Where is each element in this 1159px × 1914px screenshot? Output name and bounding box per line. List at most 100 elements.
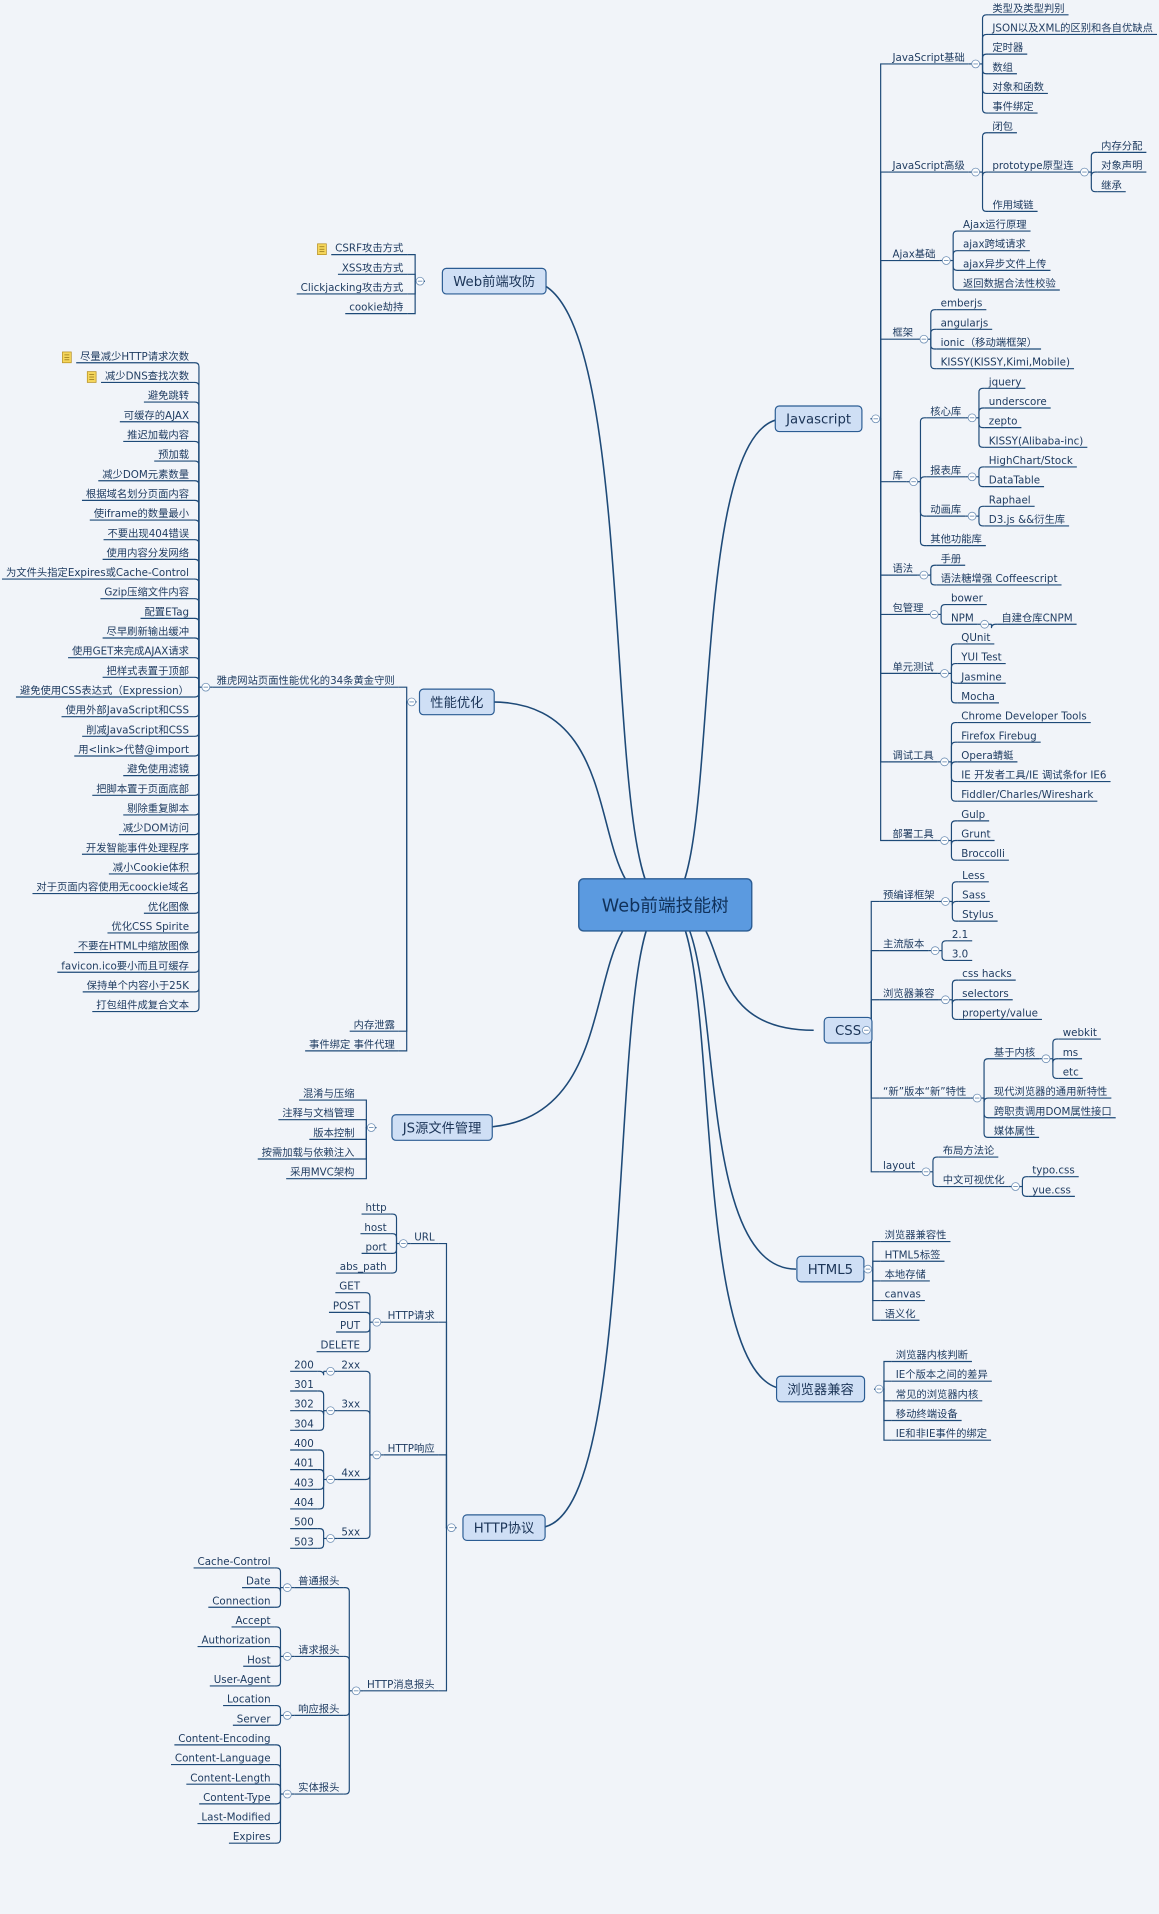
main-branch-css[interactable]: CSS bbox=[823, 1016, 873, 1044]
leaf-node[interactable]: 事件绑定 bbox=[992, 100, 1033, 113]
leaf-25k[interactable]: 保持单个内容小于25K bbox=[87, 979, 190, 992]
leaf-404[interactable]: 不要出现404错误 bbox=[107, 527, 189, 540]
leaf-3-0[interactable]: 3.0 bbox=[952, 948, 968, 960]
note-icon[interactable] bbox=[86, 371, 97, 383]
leaf-node[interactable]: 混淆与压缩 bbox=[303, 1087, 355, 1100]
leaf-ajax[interactable]: Ajax运行原理 bbox=[963, 218, 1027, 231]
branch-2xx[interactable]: 2xx bbox=[341, 1359, 360, 1371]
leaf-node[interactable]: 把样式表置于顶部 bbox=[107, 664, 190, 677]
leaf-iframe[interactable]: 使iframe的数量最小 bbox=[94, 507, 190, 520]
leaf-selectors[interactable]: selectors bbox=[962, 988, 1009, 1000]
collapse-toggle-icon[interactable] bbox=[399, 1239, 408, 1248]
leaf-expires-cache-control[interactable]: 为文件头指定Expires或Cache-Control bbox=[6, 566, 189, 579]
branch-node[interactable]: 中文可视优化 bbox=[943, 1174, 1005, 1187]
leaf-css-hacks[interactable]: css hacks bbox=[962, 968, 1012, 980]
leaf-node[interactable]: 内存分配 bbox=[1101, 139, 1142, 152]
leaf-node[interactable]: 使用内容分发网络 bbox=[107, 546, 190, 559]
collapse-toggle-icon[interactable] bbox=[941, 897, 950, 906]
branch-node[interactable]: 调试工具 bbox=[892, 749, 933, 762]
leaf-node[interactable]: 常见的浏览器内核 bbox=[896, 1388, 979, 1401]
leaf-node[interactable]: 作用域链 bbox=[992, 198, 1034, 211]
leaf-etc[interactable]: etc bbox=[1063, 1066, 1079, 1078]
leaf-node[interactable]: 现代浏览器的通用新特性 bbox=[994, 1085, 1107, 1098]
leaf-ie-ie-for-ie6[interactable]: IE 开发者工具/IE 调试条for IE6 bbox=[961, 769, 1106, 782]
leaf-datatable[interactable]: DataTable bbox=[989, 475, 1040, 487]
branch-node[interactable]: 响应报头 bbox=[298, 1702, 339, 1715]
leaf-cache-control[interactable]: Cache-Control bbox=[198, 1556, 271, 1568]
leaf-dns[interactable]: 减少DNS查找次数 bbox=[105, 369, 190, 382]
leaf-d3-js[interactable]: D3.js &&衍生库 bbox=[989, 513, 1065, 526]
leaf-qunit[interactable]: QUnit bbox=[961, 632, 990, 644]
leaf-javascript-css[interactable]: 削减JavaScript和CSS bbox=[86, 723, 189, 736]
leaf-html[interactable]: 不要在HTML中缩放图像 bbox=[78, 940, 189, 953]
leaf-json-xml[interactable]: JSON以及XML的区别和各自优缺点 bbox=[991, 21, 1153, 34]
leaf-coffeescript[interactable]: 语法糖增强 Coffeescript bbox=[941, 572, 1058, 585]
leaf-node[interactable]: 数组 bbox=[992, 61, 1013, 74]
collapse-toggle-icon[interactable] bbox=[326, 1367, 335, 1376]
leaf-kissy-alibaba-inc[interactable]: KISSY(Alibaba-inc) bbox=[989, 435, 1084, 447]
main-branch-js[interactable]: JS源文件管理 bbox=[391, 1114, 493, 1141]
main-branch-http[interactable]: HTTP协议 bbox=[462, 1514, 546, 1542]
leaf-node[interactable]: 版本控制 bbox=[313, 1126, 354, 1139]
leaf-node[interactable]: 打包组件成复合文本 bbox=[96, 999, 189, 1012]
leaf-node[interactable]: 语义化 bbox=[885, 1307, 916, 1320]
leaf-node[interactable]: 本地存储 bbox=[885, 1268, 926, 1281]
branch-node[interactable]: 框架 bbox=[892, 326, 913, 339]
leaf-node[interactable]: 对象和函数 bbox=[992, 80, 1044, 93]
leaf-opera[interactable]: Opera蜻蜓 bbox=[961, 749, 1014, 762]
collapse-toggle-icon[interactable] bbox=[326, 1406, 335, 1415]
collapse-toggle-icon[interactable] bbox=[447, 1523, 456, 1532]
leaf-host[interactable]: Host bbox=[247, 1654, 270, 1666]
leaf-node[interactable]: 闭包 bbox=[992, 120, 1013, 133]
leaf-node[interactable]: 尽早刷新输出缓冲 bbox=[107, 625, 190, 638]
branch-node[interactable]: 主流版本 bbox=[883, 938, 924, 951]
root-node[interactable]: Web前端技能树 bbox=[578, 878, 753, 932]
collapse-toggle-icon[interactable] bbox=[940, 836, 949, 845]
branch-node[interactable]: 库 bbox=[892, 469, 902, 482]
collapse-toggle-icon[interactable] bbox=[1041, 1054, 1051, 1064]
leaf-node[interactable]: 事件绑定 事件代理 bbox=[309, 1038, 395, 1051]
branch-node[interactable]: 单元测试 bbox=[892, 660, 933, 673]
leaf-cookie[interactable]: cookie劫持 bbox=[349, 301, 403, 314]
collapse-toggle-icon[interactable] bbox=[372, 1317, 382, 1327]
leaf-content-type[interactable]: Content-Type bbox=[203, 1792, 270, 1804]
collapse-toggle-icon[interactable] bbox=[967, 413, 977, 423]
branch-url[interactable]: URL bbox=[414, 1232, 435, 1244]
main-branch-node[interactable]: 性能优化 bbox=[418, 688, 495, 716]
branch-node[interactable]: 部署工具 bbox=[892, 828, 933, 841]
leaf-content-length[interactable]: Content-Length bbox=[190, 1772, 270, 1784]
collapse-toggle-icon[interactable] bbox=[940, 757, 949, 767]
note-icon[interactable] bbox=[62, 351, 72, 364]
leaf-csrf[interactable]: CSRF攻击方式 bbox=[335, 242, 403, 255]
leaf-content-language[interactable]: Content-Language bbox=[175, 1753, 271, 1765]
leaf-fiddler-charles-wireshark[interactable]: Fiddler/Charles/Wireshark bbox=[961, 789, 1093, 801]
branch-3xx[interactable]: 3xx bbox=[341, 1399, 360, 1411]
branch-http[interactable]: HTTP响应 bbox=[388, 1442, 435, 1455]
branch-http[interactable]: HTTP消息报头 bbox=[367, 1678, 435, 1691]
leaf-get-ajax[interactable]: 使用GET来完成AJAX请求 bbox=[72, 645, 189, 658]
leaf-node[interactable]: 开发智能事件处理程序 bbox=[86, 841, 189, 854]
branch-http[interactable]: HTTP请求 bbox=[388, 1309, 435, 1322]
leaf-node[interactable]: 移动终端设备 bbox=[896, 1408, 959, 1421]
leaf-301[interactable]: 301 bbox=[294, 1379, 314, 1391]
branch-javascript[interactable]: JavaScript基础 bbox=[891, 51, 964, 64]
leaf-403[interactable]: 403 bbox=[294, 1477, 314, 1489]
leaf-coockie[interactable]: 对于页面内容使用无coockie域名 bbox=[36, 881, 189, 894]
leaf-firefox-firebug[interactable]: Firefox Firebug bbox=[961, 730, 1036, 742]
leaf-put[interactable]: PUT bbox=[340, 1320, 361, 1332]
leaf-grunt[interactable]: Grunt bbox=[961, 829, 990, 841]
leaf-dom[interactable]: 跨职责调用DOM属性接口 bbox=[994, 1105, 1112, 1118]
branch-node[interactable]: 浏览器兼容 bbox=[883, 987, 935, 1000]
leaf-node[interactable]: 其他功能库 bbox=[930, 533, 982, 546]
collapse-toggle-icon[interactable] bbox=[874, 1384, 884, 1394]
leaf-node[interactable]: 返回数据合法性校验 bbox=[963, 277, 1057, 290]
leaf-ionic[interactable]: ionic（移动端框架） bbox=[941, 336, 1037, 349]
collapse-toggle-icon[interactable] bbox=[326, 1475, 335, 1484]
leaf-post[interactable]: POST bbox=[333, 1300, 361, 1312]
collapse-toggle-icon[interactable] bbox=[372, 1450, 382, 1460]
collapse-toggle-icon[interactable] bbox=[326, 1534, 335, 1543]
branch-34[interactable]: 雅虎网站页面性能优化的34条黄金守则 bbox=[217, 674, 395, 687]
leaf-bower[interactable]: bower bbox=[951, 593, 984, 605]
leaf-port[interactable]: port bbox=[366, 1241, 387, 1253]
collapse-toggle-icon[interactable] bbox=[971, 59, 980, 69]
